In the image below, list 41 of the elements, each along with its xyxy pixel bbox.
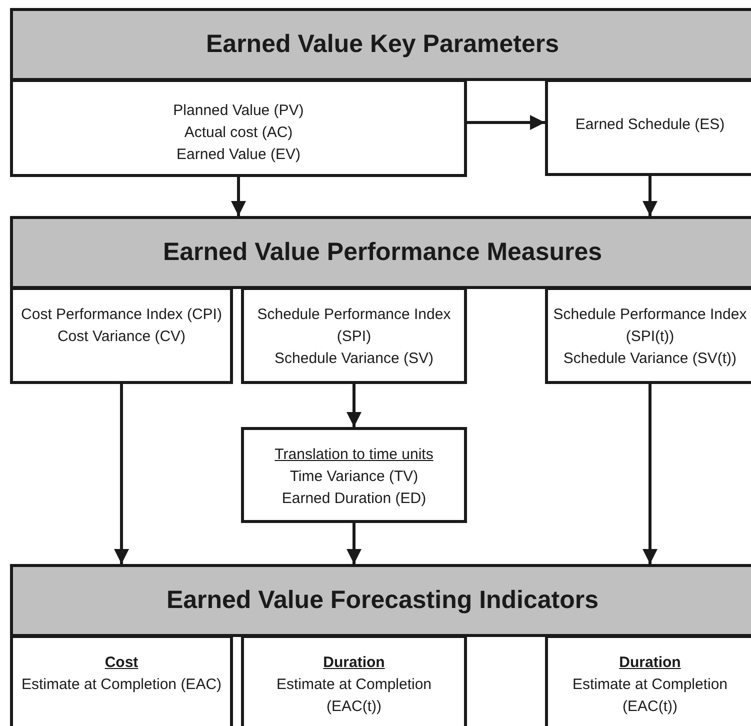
section-title: Earned Value Performance Measures	[162, 236, 602, 268]
arrow	[114, 384, 129, 564]
box-text: Earned Duration (ED)	[282, 489, 426, 509]
box-text: Cost Performance Index (CPI)	[21, 305, 222, 325]
section-header-band	[10, 8, 751, 81]
process-box	[241, 427, 467, 523]
section-header-band	[10, 216, 751, 289]
section-title: Earned Value Forecasting Indicators	[166, 584, 599, 616]
box-text: Estimate at Completion (EAC)	[21, 675, 222, 695]
process-box	[545, 79, 751, 176]
box-heading: Duration	[619, 653, 681, 673]
process-box	[10, 287, 233, 384]
arrow	[346, 523, 362, 564]
arrow	[642, 176, 658, 216]
box-heading: Cost	[104, 653, 138, 673]
arrow	[467, 115, 545, 130]
box-text: Estimate at Completion (EAC(t))	[275, 675, 433, 717]
arrow	[231, 177, 246, 216]
process-box	[241, 635, 467, 726]
process-box	[241, 287, 467, 384]
box-heading: Translation to time units	[274, 445, 434, 465]
box-text: Actual cost (AC)	[184, 123, 293, 143]
box-heading: Duration	[323, 653, 385, 673]
box-text: Schedule Performance Index (SPI(t))	[552, 305, 748, 347]
section-header-band	[10, 564, 751, 637]
arrow	[642, 384, 658, 564]
process-box	[545, 287, 751, 384]
arrow	[346, 384, 362, 427]
process-box	[10, 79, 467, 177]
box-text: Cost Variance (CV)	[57, 327, 186, 347]
box-text: Earned Value (EV)	[176, 145, 300, 165]
process-box	[545, 635, 751, 726]
section-title: Earned Value Key Parameters	[206, 28, 559, 60]
box-text: Schedule Performance Index (SPI)	[256, 305, 452, 347]
box-text: Estimate at Completion (EAC(t))	[571, 675, 729, 717]
box-text: Planned Value (PV)	[173, 101, 304, 121]
process-box	[10, 635, 233, 726]
box-text: Earned Schedule (ES)	[575, 115, 725, 135]
box-text: Schedule Variance (SV)	[274, 349, 434, 369]
box-text: Schedule Variance (SV(t))	[563, 349, 737, 369]
box-text: Time Variance (TV)	[290, 467, 418, 487]
